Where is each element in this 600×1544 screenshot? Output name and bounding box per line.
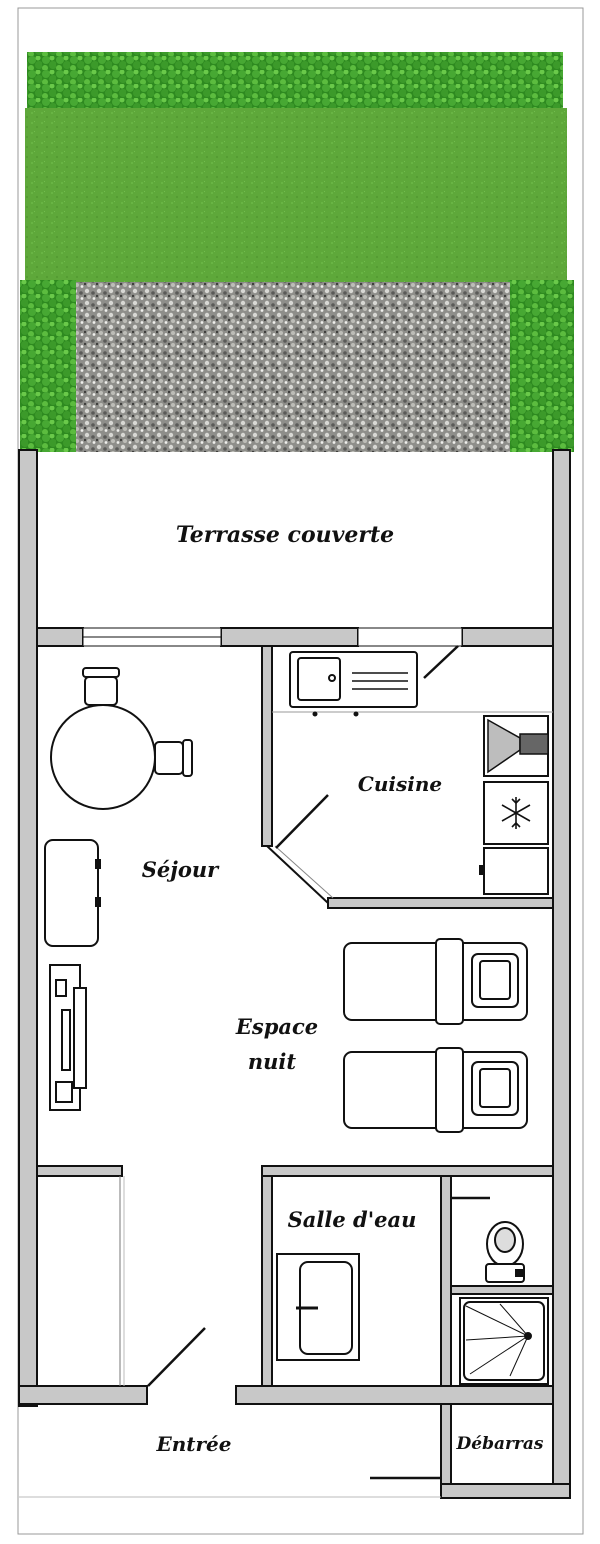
cupboard-icon [483, 847, 549, 895]
round-table-icon [50, 704, 156, 810]
wall-kitchen-bottom [327, 897, 554, 909]
shower-icon [459, 1297, 549, 1385]
wall-storage-bottom [440, 1483, 571, 1499]
gravel-area [76, 282, 510, 452]
wall-kitchen-left [261, 645, 273, 847]
wall-bath-mid [440, 1175, 452, 1387]
label-sejour: Séjour [142, 857, 220, 882]
toilet-icon [485, 1221, 525, 1283]
lawn [25, 108, 567, 284]
snowflake-icon [501, 797, 531, 829]
kitchen-door-frame [357, 627, 463, 647]
label-terrasse: Terrasse couverte [176, 522, 394, 548]
bed-1-icon [343, 938, 528, 1025]
wall-terrace-3 [461, 627, 554, 647]
label-salle-eau: Salle d'eau [288, 1207, 417, 1232]
sofa-icon [44, 839, 99, 947]
label-nuit: nuit [248, 1049, 297, 1074]
walls [18, 449, 571, 1499]
label-entree: Entrée [155, 1432, 231, 1456]
wall-outer-left [18, 449, 38, 1407]
garden [20, 52, 574, 452]
wall-terrace-2 [220, 627, 359, 647]
wall-outer-right [552, 449, 571, 1499]
kitchen-door-leaf [423, 645, 459, 679]
label-debarras: Débarras [456, 1434, 544, 1454]
bed-2-icon [343, 1047, 528, 1133]
hedge-left [20, 280, 76, 452]
hedge-right [508, 280, 574, 452]
wall-entry-left [18, 1385, 148, 1405]
kitchen-inner-door-leaf [275, 794, 329, 849]
wall-wc-bottom [450, 1285, 554, 1295]
chair-top-icon [84, 676, 118, 706]
wall-bath-left [261, 1175, 273, 1387]
chair-right-icon [154, 741, 184, 775]
label-cuisine: Cuisine [358, 772, 442, 796]
openings [82, 627, 490, 1480]
furniture [44, 651, 553, 1385]
entrance-door-leaf [147, 1327, 206, 1387]
wall-entry-right [235, 1385, 554, 1405]
wall-bed-bottom-left [36, 1165, 123, 1177]
label-espace: Espace [235, 1014, 318, 1039]
wall-terrace-1 [36, 627, 84, 647]
hedge-top [27, 52, 563, 110]
wall-bed-bottom-right [261, 1165, 554, 1177]
